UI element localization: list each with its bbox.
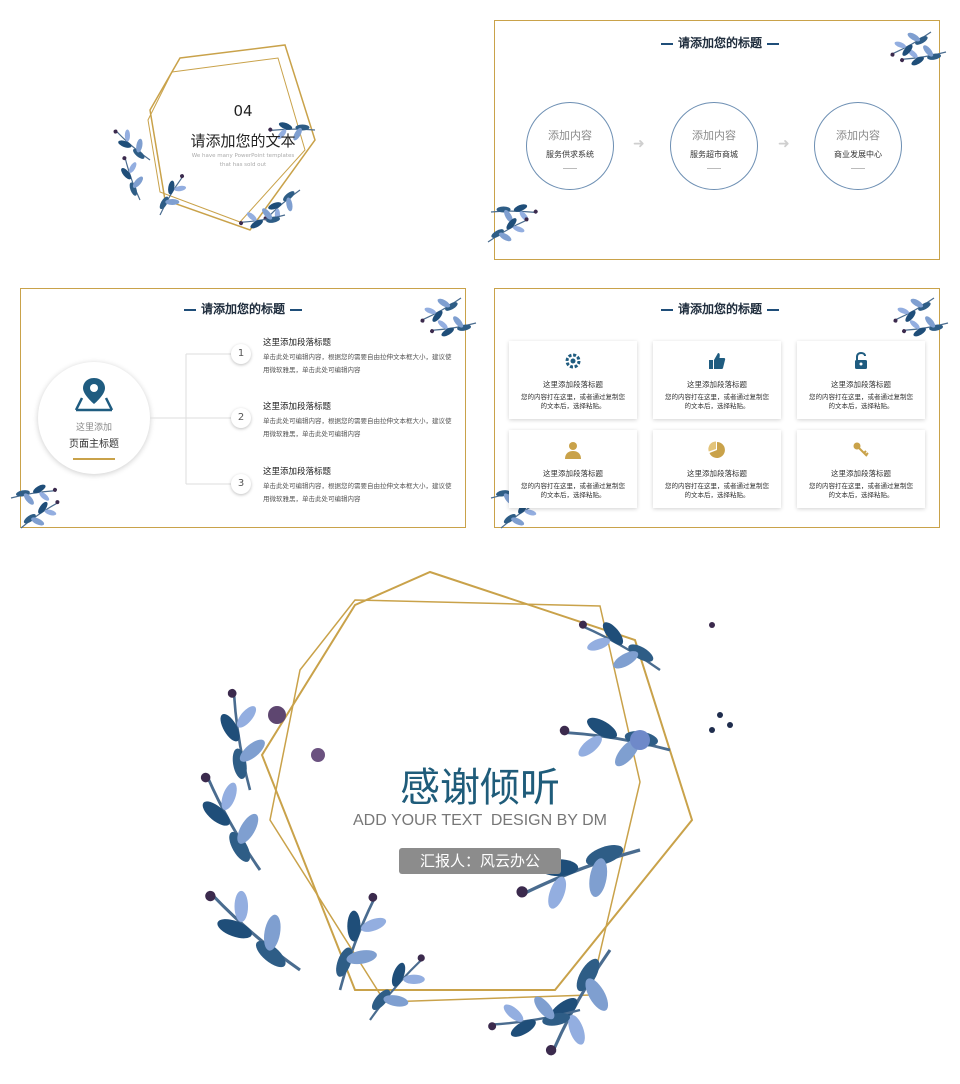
closing-subtitle: ADD YOUR TEXT DESIGN BY DM	[353, 812, 607, 829]
map-pin-icon	[74, 378, 114, 412]
flow-node-label: 添加内容	[548, 129, 592, 142]
reporter-badge: 汇报人：风云办公	[399, 848, 561, 874]
hub-circle: 这里添加 页面主标题	[38, 362, 150, 474]
card-title: 这里添加段落标题	[831, 380, 891, 389]
step-title: 这里添加段落标题	[263, 467, 332, 477]
card-body: 您的内容打在这里，或者通过复制您的文本后，选择粘贴。	[809, 393, 913, 410]
slide-closing: 感谢倾听 ADD YOUR TEXT DESIGN BY DM 汇报人：风云办公	[0, 550, 960, 1084]
flow-node-label: 添加内容	[836, 129, 880, 142]
step-body: 单击此处可编辑内容，根据您的需要自由拉伸文本框大小，建议使用微软雅黑，单击此处可…	[263, 417, 452, 438]
pie-chart-icon	[708, 441, 725, 458]
step-body: 单击此处可编辑内容，根据您的需要自由拉伸文本框大小，建议使用微软雅黑，单击此处可…	[263, 353, 452, 374]
card-title: 这里添加段落标题	[543, 380, 603, 389]
user-icon	[565, 442, 581, 459]
title-dash-left	[660, 308, 673, 311]
slide-title: 请添加您的标题	[486, 34, 954, 51]
card-title: 这里添加段落标题	[687, 380, 747, 389]
title-dash-right	[767, 42, 779, 45]
flow-node-divider	[563, 168, 577, 169]
flow-node: 添加内容 商业发展中心	[814, 102, 902, 190]
flow-node: 添加内容 服务供求系统	[526, 102, 614, 190]
flow-node-divider	[851, 168, 865, 169]
slide-title-text: 请添加您的标题	[677, 36, 762, 50]
feature-card: 这里添加段落标题 您的内容打在这里，或者通过复制您的文本后，选择粘贴。	[509, 430, 637, 508]
section-subtitle-line2: that has sold out	[219, 162, 267, 168]
slide-title: 请添加您的标题	[486, 300, 954, 317]
hub-line1: 这里添加	[75, 423, 112, 433]
flow-node-label: 添加内容	[692, 129, 736, 142]
reporter-label: 汇报人：风云办公	[419, 852, 540, 870]
step-title: 这里添加段落标题	[263, 338, 332, 348]
card-body: 您的内容打在这里，或者通过复制您的文本后，选择粘贴。	[665, 393, 769, 410]
thumbs-up-icon	[709, 353, 726, 369]
card-body: 您的内容打在这里，或者通过复制您的文本后，选择粘贴。	[809, 482, 913, 499]
feature-card: 这里添加段落标题 您的内容打在这里，或者通过复制您的文本后，选择粘贴。	[797, 341, 925, 419]
flow-node-divider	[707, 168, 721, 169]
title-dash-right	[290, 308, 302, 311]
step-number: 3	[231, 474, 251, 494]
slide-gold-frame	[494, 20, 940, 260]
connector-lines	[150, 353, 231, 485]
section-title: 请添加您的文本	[190, 132, 296, 150]
flow-node-sub: 商业发展中心	[834, 150, 882, 159]
feature-card: 这里添加段落标题 您的内容打在这里，或者通过复制您的文本后，选择粘贴。	[509, 341, 637, 419]
flow-node-sub: 服务供求系统	[546, 150, 594, 159]
step-body: 单击此处可编辑内容，根据您的需要自由拉伸文本框大小，建议使用微软雅黑，单击此处可…	[263, 482, 452, 503]
unlock-icon	[855, 351, 867, 369]
card-body: 您的内容打在这里，或者通过复制您的文本后，选择粘贴。	[521, 393, 625, 410]
slide-title-text: 请添加您的标题	[200, 302, 285, 316]
flower-icon	[630, 730, 650, 750]
feature-card: 这里添加段落标题 您的内容打在这里，或者通过复制您的文本后，选择粘贴。	[653, 341, 781, 419]
slide-feature-cards: 请添加您的标题 这里添加段落标题 您的内容打在这里，或者通过复制您的文本后，选择…	[486, 278, 954, 540]
keys-icon	[853, 442, 869, 457]
slide-process-flow: 请添加您的标题 添加内容 服务供求系统 ➜ 添加内容 服务超市商城 ➜ 添加内容…	[486, 12, 954, 270]
card-title: 这里添加段落标题	[831, 469, 891, 478]
closing-title: 感谢倾听	[400, 765, 560, 811]
slide-section-cover: 04 请添加您的文本 We have many PowerPoint templ…	[0, 0, 480, 270]
title-dash-left	[660, 42, 673, 45]
title-dash-right	[767, 308, 779, 311]
hub-underline	[73, 458, 115, 460]
gear-icon	[565, 353, 581, 369]
flower-bud-icon	[311, 748, 325, 762]
step-number: 1	[231, 344, 251, 364]
feature-card: 这里添加段落标题 您的内容打在这里，或者通过复制您的文本后，选择粘贴。	[653, 430, 781, 508]
slide-title: 请添加您的标题	[20, 300, 466, 317]
card-title: 这里添加段落标题	[543, 469, 603, 478]
feature-card: 这里添加段落标题 您的内容打在这里，或者通过复制您的文本后，选择粘贴。	[797, 430, 925, 508]
section-number: 04	[233, 102, 253, 120]
flow-node: 添加内容 服务超市商城	[670, 102, 758, 190]
section-subtitle-line1: We have many PowerPoint templates	[191, 153, 295, 159]
slide-gold-frame	[494, 288, 940, 528]
hub-line2: 页面主标题	[69, 439, 119, 450]
geometric-wreath-frame	[110, 44, 316, 243]
flow-node-sub: 服务超市商城	[690, 150, 738, 159]
card-body: 您的内容打在这里，或者通过复制您的文本后，选择粘贴。	[665, 482, 769, 499]
title-dash-left	[183, 308, 196, 311]
slide-title-text: 请添加您的标题	[677, 302, 762, 316]
step-title: 这里添加段落标题	[263, 402, 332, 412]
slide-steps: 请添加您的标题 这里添加 页面主标题 1 这里添加段落标题 单击此处可编辑内容，…	[6, 278, 480, 540]
slide-gold-frame	[20, 288, 466, 528]
step-number: 2	[231, 408, 251, 428]
flower-bud-icon	[268, 706, 286, 724]
card-title: 这里添加段落标题	[687, 469, 747, 478]
arrow-right-icon: ➜	[778, 136, 790, 152]
card-body: 您的内容打在这里，或者通过复制您的文本后，选择粘贴。	[521, 482, 625, 499]
arrow-right-icon: ➜	[633, 136, 645, 152]
geometric-wreath-frame	[185, 570, 733, 1065]
